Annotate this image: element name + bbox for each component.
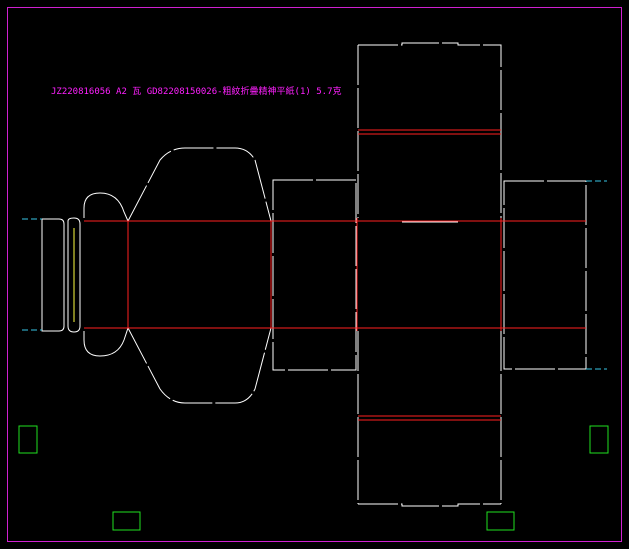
right-panel	[503, 180, 587, 370]
reg-mark-right	[589, 425, 609, 454]
left-end-panel	[127, 147, 272, 404]
middle-panel	[272, 179, 357, 371]
reg-mark-bottom-left	[112, 511, 141, 531]
left-tuck-flaps	[41, 192, 129, 357]
registration-marks	[18, 425, 609, 531]
fold-lines	[84, 129, 586, 421]
center-panel	[357, 42, 502, 507]
job-label: JZ220816056 A2 瓦 GD82208150026-粗紋折疊精神平紙(…	[51, 85, 341, 97]
reg-mark-left	[18, 425, 38, 454]
extension-lines	[22, 180, 607, 370]
drawing-border	[7, 7, 622, 542]
reg-mark-bottom-right	[486, 511, 515, 531]
